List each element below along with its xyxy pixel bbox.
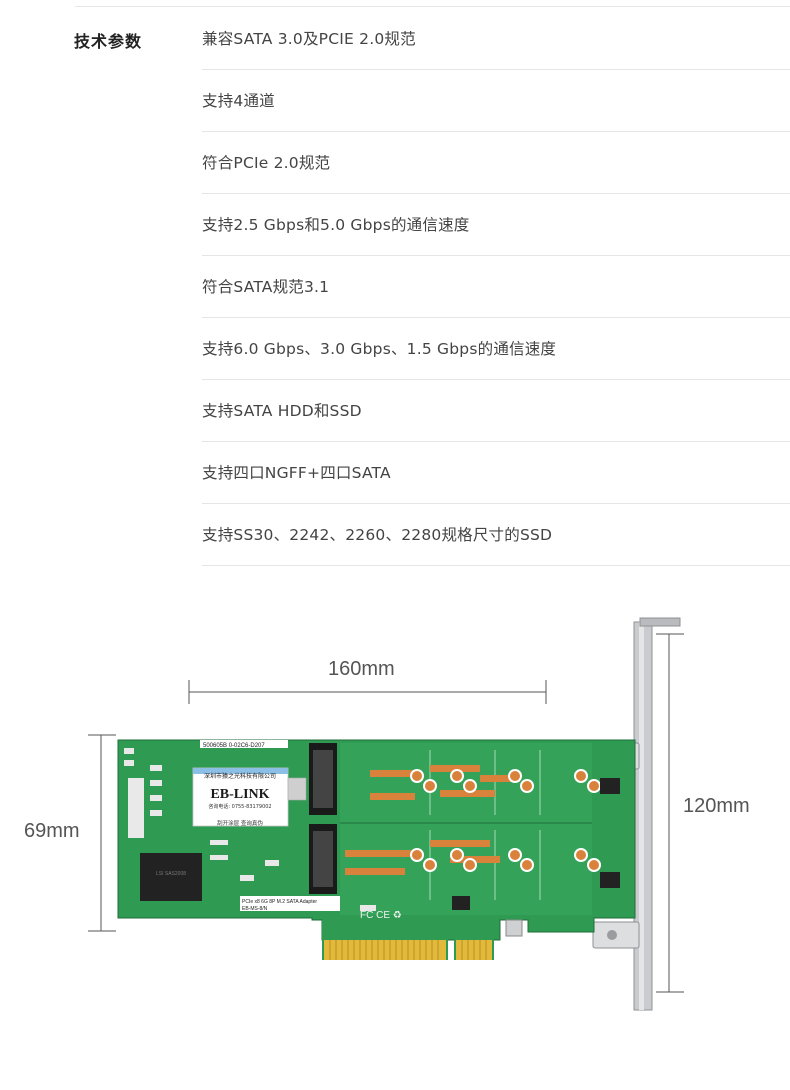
copper-pads [345,765,520,875]
sticker-slogan: 刮开涂层 查询真伪 [217,819,263,827]
top-divider [75,6,790,7]
spec-item: 支持SS30、2242、2260、2280规格尺寸的SSD [202,504,790,566]
spec-item: 支持四口NGFF+四口SATA [202,442,790,504]
pcb-board: LSI SAS2008 500605B 0-02C6-D207 深圳市猿之光科技… [117,739,636,960]
brand-sticker: 深圳市猿之光科技有限公司 EB-LINK 咨询电话: 0755-83179002… [192,767,307,827]
spec-item: 支持4通道 [202,70,790,132]
dimension-lines [88,633,684,993]
spec-item: 兼容SATA 3.0及PCIE 2.0规范 [202,8,790,70]
svg-text:FC CE ♻: FC CE ♻ [360,910,402,921]
brand-logo: EB-LINK [210,787,269,802]
spec-item: 支持6.0 Gbps、3.0 Gbps、1.5 Gbps的通信速度 [202,318,790,380]
spec-item: 符合PCIe 2.0规范 [202,132,790,194]
spec-item: 支持SATA HDD和SSD [202,380,790,442]
spec-item: 支持2.5 Gbps和5.0 Gbps的通信速度 [202,194,790,256]
sticker-phone: 咨询电话: 0755-83179002 [208,803,271,810]
adapter-card-illustration: LSI SAS2008 500605B 0-02C6-D207 深圳市猿之光科技… [88,617,684,1011]
spec-section: 技术参数 兼容SATA 3.0及PCIE 2.0规范 支持4通道 符合PCIe … [74,6,790,566]
spec-title: 技术参数 [74,32,143,51]
serial-label [128,778,144,838]
sticker-company: 深圳市猿之光科技有限公司 [204,772,276,780]
product-figure: 160mm 69mm 120mm [0,600,790,1070]
model-code: EB-MS-8/N [242,906,268,912]
bracket-dimension-label: 120mm [683,795,750,817]
model-label: PCIe x8 6G 8P M.2 SATA Adapter [242,899,317,905]
spec-item: 符合SATA规范3.1 [202,256,790,318]
height-dimension-label: 69mm [24,820,80,842]
spec-list: 兼容SATA 3.0及PCIE 2.0规范 支持4通道 符合PCIe 2.0规范… [202,8,790,566]
controller-chip [140,853,202,901]
chip-marking: LSI SAS2008 [156,871,186,877]
board-id-label: 500605B 0-02C6-D207 [203,743,265,749]
length-dimension-label: 160mm [328,658,395,680]
